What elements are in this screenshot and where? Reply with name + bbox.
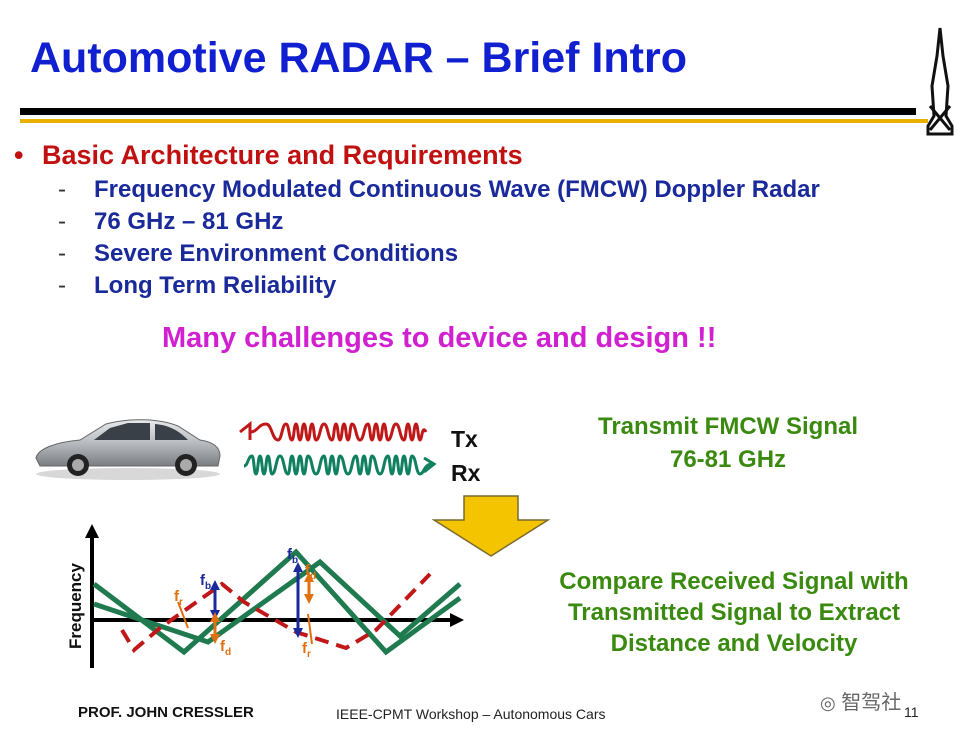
- fr-label-left: fr: [174, 588, 183, 608]
- sub-bullet-frequency: -76 GHz – 81 GHz: [58, 208, 284, 235]
- rx-wave: [243, 454, 437, 476]
- compare-line-1: Compare Received Signal with: [559, 568, 909, 595]
- fd-label-right: fd: [305, 562, 317, 582]
- watermark: ◎ 智驾社: [820, 692, 902, 714]
- tx-wave: [239, 420, 428, 442]
- page-title: Automotive RADAR – Brief Intro: [30, 34, 687, 82]
- transmit-sweep: [92, 548, 462, 656]
- compare-line-3: Distance and Velocity: [610, 630, 858, 657]
- frequency-axis-label: Frequency: [66, 563, 85, 649]
- rx-label: Rx: [451, 460, 481, 486]
- transmit-caption: Transmit FMCW Signal 76-81 GHz: [572, 410, 884, 476]
- doppler-sweep: [120, 572, 432, 654]
- transmit-line-2: 76-81 GHz: [669, 446, 787, 473]
- fmcw-chirp-diagram: [85, 524, 464, 668]
- fb-label-right: fb: [287, 546, 299, 566]
- main-bullet-text: Basic Architecture and Requirements: [42, 140, 523, 170]
- main-bullet: • Basic Architecture and Requirements: [14, 140, 523, 171]
- footer-author: PROF. JOHN CRESSLER: [78, 704, 254, 721]
- car-illustration: [35, 419, 221, 480]
- fb-label-left: fb: [200, 572, 212, 592]
- transmit-line-1: Transmit FMCW Signal: [597, 413, 858, 440]
- sub-bullet-fmcw: -Frequency Modulated Continuous Wave (FM…: [58, 176, 820, 203]
- sub-bullet-reliability: -Long Term Reliability: [58, 272, 337, 299]
- university-logo: [926, 27, 954, 136]
- footer-event: IEEE-CPMT Workshop – Autonomous Cars: [336, 706, 606, 722]
- fd-label-left: fd: [220, 638, 232, 658]
- title-rule-black: [20, 108, 916, 115]
- compare-caption: Compare Received Signal with Transmitted…: [532, 566, 936, 659]
- down-arrow: [432, 495, 550, 557]
- signal-waves: [239, 420, 437, 476]
- title-rule-gold: [20, 119, 928, 123]
- y-axis-arrow: [85, 524, 99, 538]
- sub-bullet-environment: -Severe Environment Conditions: [58, 240, 459, 267]
- compare-line-2: Transmitted Signal to Extract: [567, 599, 901, 626]
- challenge-statement: Many challenges to device and design !!: [162, 322, 717, 354]
- tx-label: Tx: [451, 426, 478, 452]
- x-axis-arrow: [450, 613, 464, 627]
- wechat-icon: ◎: [820, 693, 836, 713]
- bullet-dot: •: [14, 140, 24, 170]
- page-number: 11: [904, 704, 919, 720]
- received-sweep: [93, 558, 462, 645]
- fr-label-right: fr: [302, 640, 311, 660]
